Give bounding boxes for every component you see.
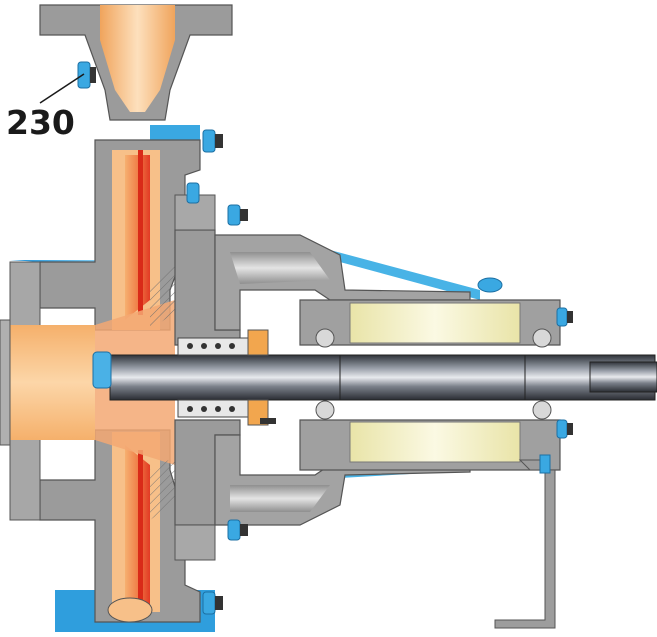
bolt-threads	[215, 134, 573, 610]
impeller-nut	[92, 351, 112, 389]
support-foot	[494, 454, 556, 629]
nozzle-bolt	[77, 61, 96, 89]
callout-label: 230	[6, 103, 75, 142]
callout-leader-line	[39, 73, 85, 104]
shaft	[109, 354, 657, 401]
casing-cover	[174, 194, 241, 561]
bearing-housing	[299, 277, 561, 471]
suction-inlet	[0, 319, 95, 446]
bearing-bracket	[214, 234, 471, 526]
discharge-nozzle	[39, 4, 233, 121]
